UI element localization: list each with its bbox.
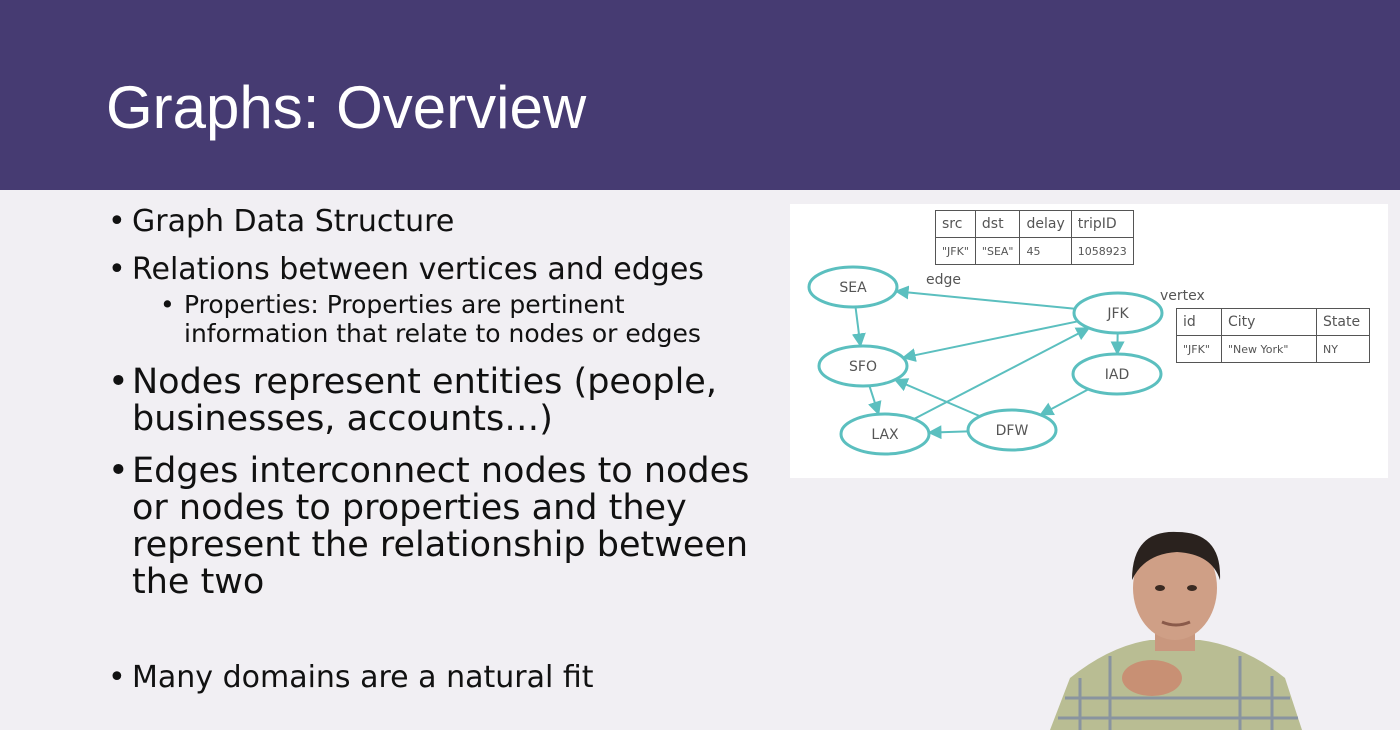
graph-node-sfo: SFO [817,344,909,388]
presenter-hand [1122,660,1182,696]
graph-edge-lax-jfk [913,327,1091,420]
graph-node-iad: IAD [1071,352,1163,396]
graph-node-lax: LAX [839,412,931,456]
edges-layer [851,285,1125,440]
slide-header: Graphs: Overview [0,0,1400,190]
table-cell: 1058923 [1070,237,1134,265]
table-header-cell: tripID [1070,210,1134,238]
table-row: "JFK" "SEA" 45 1058923 [935,237,1134,265]
bullet-marker: • [108,362,129,402]
table-header-cell: delay [1019,210,1072,238]
vertex-label: vertex [1160,288,1205,304]
bullet-text: Many domains are a natural fit [132,660,594,695]
table-cell: "New York" [1221,335,1317,363]
graph-edge-iad-dfw [1039,388,1089,416]
table-cell: "JFK" [935,237,976,265]
bullet-text: Relations between vertices and edges [132,252,704,287]
graph-node-dfw: DFW [966,408,1058,452]
table-header-cell: src [935,210,976,238]
bullet-line: information that relate to nodes or edge… [184,319,701,348]
presenter-head [1133,536,1217,640]
table-header-cell: City [1221,308,1317,336]
node-ellipse [1072,291,1164,335]
edge-property-table: src dst delay tripID "JFK" "SEA" 45 1058… [935,210,1134,265]
shirt-plaid [1058,656,1298,730]
node-ellipse [966,408,1058,452]
vertex-property-table: id City State "JFK" "New York" NY [1176,308,1370,363]
node-ellipse [807,265,899,309]
node-label: SFO [849,359,877,375]
bullet-line: or nodes to properties and they [132,488,687,528]
node-label: DFW [996,423,1029,439]
bullet-marker: • [108,204,126,239]
table-cell: "SEA" [974,237,1021,265]
bullet-line: Nodes represent entities (people, [132,362,717,402]
presenter-hair [1132,531,1221,580]
node-label: IAD [1105,367,1130,383]
graph-edge-jfk-sfo [901,320,1079,362]
node-label: SEA [839,280,867,296]
bullet-marker: • [108,660,126,695]
graph-edge-dfw-lax [927,425,969,440]
sub-bullet-text: Properties: Properties are pertinent inf… [184,290,701,348]
bullet-line: Properties: Properties are pertinent [184,290,625,319]
nodes-layer: SEA JFK SFO IAD LAX DFW [807,265,1164,456]
graph-edge-jfk-sea [894,285,1076,310]
bullet-line: represent the relationship between [132,525,749,565]
table-cell: "JFK" [1176,335,1222,363]
graph-edge-dfw-sfo [893,378,981,418]
table-header-cell: dst [974,210,1021,238]
edge-label: edge [926,272,961,288]
bullet-marker: • [108,252,126,287]
table-header-cell: State [1316,308,1370,336]
table-cell: NY [1316,335,1370,363]
bullet-list: • Graph Data Structure • Relations betwe… [108,204,749,695]
slide-title: Graphs: Overview [106,74,587,141]
bullet-line: Edges interconnect nodes to nodes [132,451,750,491]
table-row: "JFK" "New York" NY [1176,335,1370,363]
bullet-text: Graph Data Structure [132,204,455,239]
table-header-row: id City State [1176,308,1370,336]
bullet-marker: • [108,451,129,491]
bullet-text: Edges interconnect nodes to nodes or nod… [132,453,749,601]
bullet-text: Nodes represent entities (people, busine… [132,364,717,438]
table-header-row: src dst delay tripID [935,210,1134,238]
graph-edge-sea-sfo [851,306,866,348]
presenter-video [1050,531,1302,730]
bullet-line: businesses, accounts…) [132,399,553,439]
graph-node-sea: SEA [807,265,899,309]
bullet-marker: • [160,290,175,319]
bullet-line: the two [132,562,265,602]
table-header-cell: id [1176,308,1222,336]
node-ellipse [817,344,909,388]
graph-diagram: SEA JFK SFO IAD LAX DFW src dst delay tripID … [790,204,1388,478]
table-cell: 45 [1019,237,1072,265]
node-ellipse [1071,352,1163,396]
node-ellipse [839,412,931,456]
graph-svg: SEA JFK SFO IAD LAX DFW [807,265,1164,456]
graph-node-jfk: JFK [1072,291,1164,335]
graph-edge-sfo-lax [868,385,882,416]
node-label: LAX [871,427,899,443]
node-label: JFK [1106,306,1129,322]
